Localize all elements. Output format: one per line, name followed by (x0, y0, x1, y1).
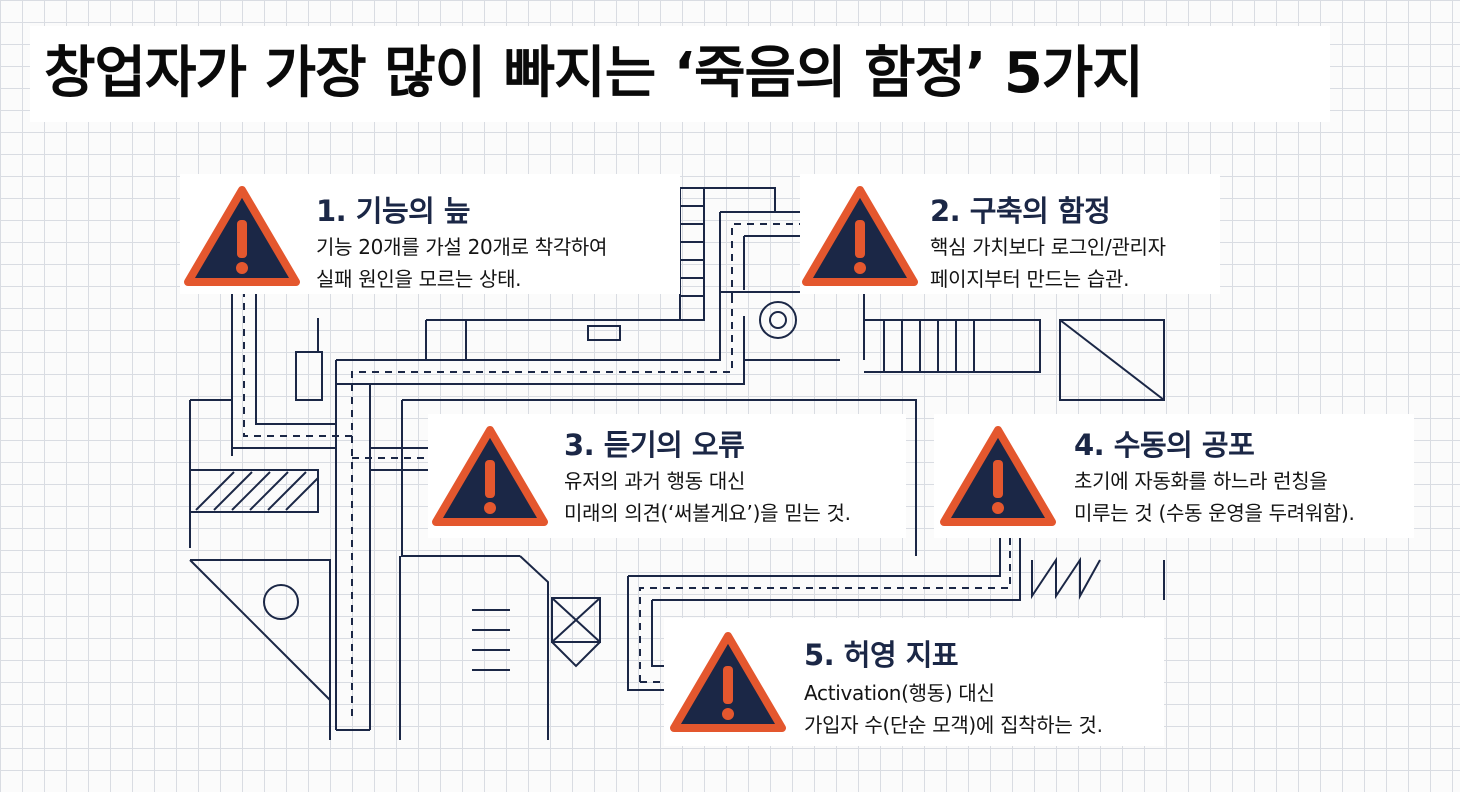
trap-heading: 4. 수동의 공포 (1074, 428, 1255, 462)
trap-card-5: 5. 허영 지표 Activation(행동) 대신 가입자 수(단순 모객)에… (664, 618, 1164, 746)
trap-heading: 1. 기능의 늪 (316, 194, 471, 228)
trap-description-line2: 미루는 것 (수동 운영을 두려워함). (1074, 501, 1355, 525)
trap-description-line2: 실패 원인을 모르는 상태. (316, 267, 522, 291)
trap-description-line2: 가입자 수(단순 모객)에 집착하는 것. (804, 713, 1103, 737)
trap-card-4: 4. 수동의 공포 초기에 자동화를 하느라 런칭을 미루는 것 (수동 운영을… (934, 414, 1414, 538)
warning-triangle-icon (802, 186, 918, 286)
warning-triangle-icon (184, 186, 300, 286)
trap-card-2: 2. 구축의 함정 핵심 가치보다 로그인/관리자 페이지부터 만드는 습관. (800, 174, 1220, 294)
trap-card-3: 3. 듣기의 오류 유저의 과거 행동 대신 미래의 의견(‘써볼게요’)을 믿… (428, 414, 906, 538)
trap-heading: 5. 허영 지표 (804, 638, 959, 672)
trap-heading: 3. 듣기의 오류 (564, 428, 745, 462)
trap-card-1: 1. 기능의 늪 기능 20개를 가설 20개로 착각하여 실패 원인을 모르는… (180, 174, 680, 294)
trap-description-line1: Activation(행동) 대신 (804, 681, 995, 705)
trap-description-line2: 미래의 의견(‘써볼게요’)을 믿는 것. (564, 501, 851, 525)
warning-triangle-icon (670, 632, 786, 732)
page-title: 창업자가 가장 많이 빠지는 ‘죽음의 함정’ 5가지 (30, 26, 1330, 122)
trap-description-line1: 유저의 과거 행동 대신 (564, 469, 746, 493)
trap-description-line2: 페이지부터 만드는 습관. (930, 267, 1130, 291)
trap-description-line1: 기능 20개를 가설 20개로 착각하여 (316, 235, 608, 259)
trap-description-line1: 핵심 가치보다 로그인/관리자 (930, 235, 1166, 259)
warning-triangle-icon (940, 426, 1056, 526)
trap-description-line1: 초기에 자동화를 하느라 런칭을 (1074, 469, 1328, 493)
trap-heading: 2. 구축의 함정 (930, 194, 1111, 228)
warning-triangle-icon (432, 426, 548, 526)
